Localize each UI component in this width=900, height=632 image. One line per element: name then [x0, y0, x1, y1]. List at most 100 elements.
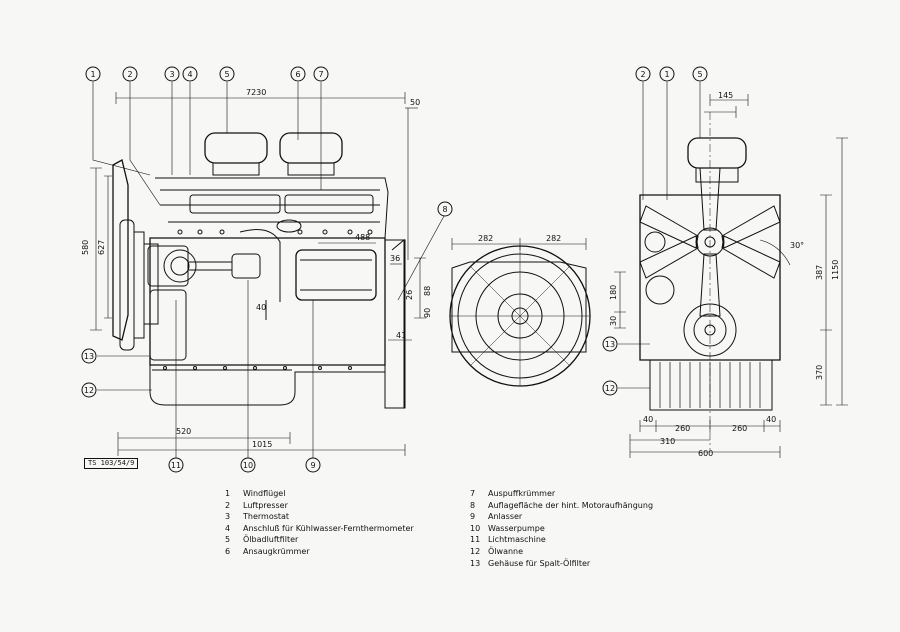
callout-12-side: 12: [81, 382, 97, 398]
oil-pan-bolts: [163, 366, 352, 370]
callout-5: 5: [219, 66, 235, 82]
callout-12-rear: 12: [602, 380, 618, 396]
dim-145: 145: [718, 91, 733, 100]
svg-text:5: 5: [224, 70, 229, 79]
callout-2: 2: [122, 66, 138, 82]
svg-text:6: 6: [295, 70, 300, 79]
legend-text: Auspuffkrümmer: [488, 489, 556, 498]
legend-num: 10: [470, 523, 481, 533]
legend-item: 13 Gehäuse für Spalt-Ölfilter: [470, 558, 653, 570]
svg-text:13: 13: [84, 352, 94, 361]
callouts: 1 2 3 4 5 6 7 11 10 9 13 12 8 2 1 5 13 1…: [81, 66, 708, 473]
svg-text:7: 7: [318, 70, 323, 79]
svg-text:9: 9: [310, 461, 315, 470]
legend-num: 12: [470, 546, 481, 556]
flywheel-view: [449, 238, 591, 387]
dim-580: 580: [81, 240, 90, 255]
callout-9: 9: [305, 457, 321, 473]
svg-text:2: 2: [640, 70, 645, 79]
side-dimension-lines: [90, 92, 426, 456]
dim-260-right: 260: [732, 424, 747, 433]
legend-item: 9 Anlasser: [470, 511, 653, 523]
legend-num: 8: [470, 500, 476, 510]
callout-1: 1: [85, 66, 101, 82]
legend-num: 1: [225, 489, 231, 498]
dim-36: 36: [390, 254, 400, 263]
legend-num: 3: [225, 512, 231, 522]
bolt-row: [177, 229, 373, 235]
svg-text:2: 2: [127, 70, 132, 79]
dim-310: 310: [660, 437, 675, 446]
dim-488: 488: [355, 233, 370, 242]
legend-item: 6 Ansaugkrümmer: [225, 546, 414, 558]
legend-text: Ölwanne: [488, 546, 524, 556]
callout-13-rear: 13: [602, 336, 618, 352]
legend-text: Ansaugkrümmer: [243, 546, 310, 556]
drawing-number: TS 103/54/9: [84, 458, 139, 469]
dim-26: 26: [405, 290, 414, 300]
svg-text:5: 5: [697, 70, 702, 79]
legend-num: 13: [470, 558, 481, 568]
legend-text: Windflügel: [243, 489, 286, 498]
legend-text: Auflagefläche der hint. Motoraufhängung: [488, 500, 654, 510]
legend-text: Anlasser: [488, 512, 523, 522]
legend-num: 5: [225, 535, 231, 545]
legend-item: 8 Auflagefläche der hint. Motoraufhängung: [470, 500, 653, 512]
callout-11: 11: [168, 457, 184, 473]
legend-num: 6: [225, 546, 231, 556]
dim-50: 50: [410, 98, 420, 107]
callout-7: 7: [313, 66, 329, 82]
svg-text:3: 3: [169, 70, 174, 79]
legend-text: Wasserpumpe: [488, 523, 545, 533]
svg-text:11: 11: [171, 461, 181, 470]
legend-num: 9: [470, 512, 476, 522]
dim-260-left: 260: [675, 424, 690, 433]
fan-blades: [639, 167, 781, 317]
rear-dimension-lines: [614, 94, 848, 458]
svg-text:4: 4: [187, 70, 192, 79]
dim-40: 40: [256, 303, 266, 312]
dim-total-length: 7230: [246, 88, 266, 97]
dim-40-right: 40: [766, 415, 776, 424]
legend-item: 10 Wasserpumpe: [470, 523, 653, 535]
dim-520: 520: [176, 427, 191, 436]
callout-10: 10: [240, 457, 256, 473]
svg-text:8: 8: [442, 205, 447, 214]
dim-627: 627: [97, 240, 106, 255]
dim-41: 41: [396, 331, 406, 340]
dim-1015: 1015: [252, 440, 272, 449]
callout-13-side: 13: [81, 348, 97, 364]
legend-item: 1 Windflügel: [225, 488, 414, 500]
svg-text:10: 10: [243, 461, 253, 470]
dim-370: 370: [815, 365, 824, 380]
callout-3: 3: [164, 66, 180, 82]
dim-30: 30: [609, 316, 618, 326]
legend-text: Gehäuse für Spalt-Ölfilter: [488, 558, 591, 568]
svg-text:13: 13: [605, 340, 615, 349]
callout-6: 6: [290, 66, 306, 82]
dim-387: 387: [815, 265, 824, 280]
dim-40-left: 40: [643, 415, 653, 424]
callout-8: 8: [437, 201, 453, 217]
flywheel-spokes: [450, 246, 590, 386]
callout-1-rear: 1: [659, 66, 675, 82]
svg-text:1: 1: [664, 70, 669, 79]
oil-pan-fins: [659, 362, 761, 408]
legend-text: Anschluß für Kühlwasser-Fernthermometer: [243, 523, 414, 533]
callout-5-rear: 5: [692, 66, 708, 82]
svg-text:12: 12: [605, 384, 615, 393]
dim-angle: 30°: [790, 241, 804, 250]
svg-text:1: 1: [90, 70, 95, 79]
legend-text: Luftpresser: [243, 500, 288, 510]
dim-180: 180: [609, 285, 618, 300]
front-dimension-lines: [451, 238, 587, 250]
side-view: [90, 92, 426, 456]
dim-front-left: 282: [478, 234, 493, 243]
